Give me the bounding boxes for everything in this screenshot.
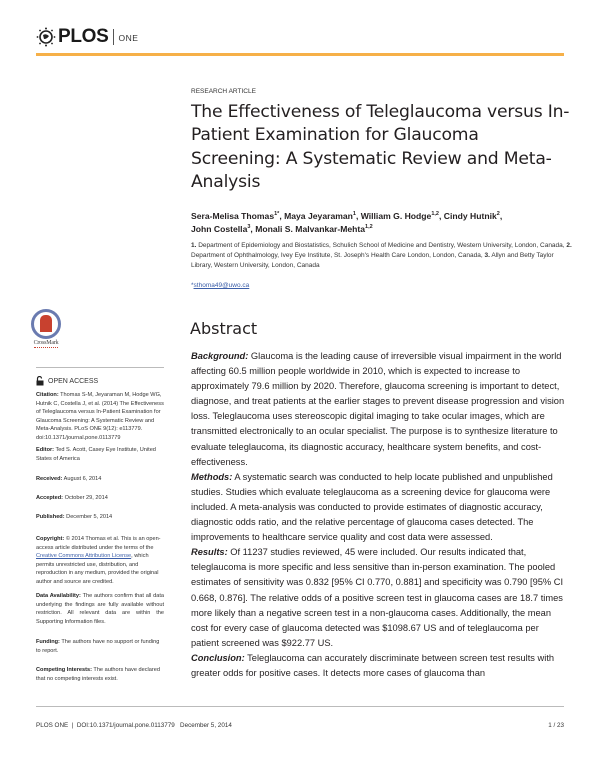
corresponding-email: *sthoma49@uwo.ca: [191, 282, 250, 289]
article-title: The Effectiveness of Teleglaucoma versus…: [191, 102, 570, 192]
page-number: 1 / 23: [548, 722, 564, 729]
abstract-methods: Methods: A systematic search was conduct…: [191, 471, 553, 543]
author: Cindy Hutnik2: [443, 211, 500, 221]
footer-journal: PLOS ONE: [36, 722, 69, 729]
author: Monali S. Malvankar-Mehta1,2: [255, 223, 373, 234]
abstract-results: Results: Of 11237 studies reviewed, 45 w…: [191, 547, 564, 648]
email-link[interactable]: sthoma49@uwo.ca: [193, 282, 250, 289]
license-link[interactable]: Creative Commons Attribution License: [36, 553, 132, 560]
affiliations: 1. Department of Epidemiology and Biosta…: [191, 242, 572, 269]
footer-citation: PLOS ONE | DOI:10.1371/journal.pone.0113…: [36, 722, 232, 729]
abstract-body: Background: Glaucoma is the leading caus…: [191, 349, 569, 681]
abstract-background: Background: Glaucoma is the leading caus…: [191, 351, 565, 467]
logo-plos-text: PLOS: [58, 26, 109, 47]
plos-one-logo: PLOS ONE: [36, 26, 138, 48]
open-access-badge: OPEN ACCESS: [36, 376, 98, 386]
sidebar-rule: [36, 367, 164, 368]
logo-divider: [112, 29, 114, 45]
funding: Funding: The authors have no support or …: [36, 639, 160, 654]
logo-one-text: ONE: [118, 32, 139, 43]
author: William G. Hodge1,2: [360, 211, 439, 221]
article-type: RESEARCH ARTICLE: [191, 88, 256, 95]
citation: Citation: Thomas S-M, Jeyaraman M, Hodge…: [36, 392, 164, 441]
open-access-label: OPEN ACCESS: [48, 377, 99, 385]
footer-doi: DOI:10.1371/journal.pone.0113779: [76, 722, 175, 729]
editor: Editor: Ted S. Acott, Casey Eye Institut…: [36, 447, 156, 462]
crossmark-icon: [31, 309, 61, 339]
header-rule: [36, 53, 564, 56]
author-list: Sera-Melisa Thomas1*, Maya Jeyaraman1, W…: [191, 211, 503, 234]
published-date: Published: December 5, 2014: [36, 514, 113, 520]
data-availability: Data Availability: The authors confirm t…: [36, 593, 164, 625]
copyright: Copyright: © 2014 Thomas et al. This is …: [36, 536, 161, 585]
author: Sera-Melisa Thomas1*: [191, 211, 280, 221]
author: John Costella3: [191, 223, 251, 234]
plos-globe-icon: [36, 27, 56, 47]
open-lock-icon: [36, 376, 44, 386]
crossmark-label: CrossMark: [33, 340, 59, 346]
abstract-heading: Abstract: [190, 319, 258, 338]
accepted-date: Accepted: October 29, 2014: [36, 495, 108, 501]
received-date: Received: August 6, 2014: [36, 476, 102, 482]
abstract-conclusion: Conclusion: Teleglaucoma can accurately …: [191, 652, 555, 678]
author: Maya Jeyaraman1: [284, 211, 356, 221]
competing-interests: Competing Interests: The authors have de…: [36, 667, 160, 682]
crossmark-badge[interactable]: CrossMark: [26, 309, 66, 349]
footer-rule: [36, 706, 564, 707]
footer-date: December 5, 2014: [180, 722, 232, 729]
